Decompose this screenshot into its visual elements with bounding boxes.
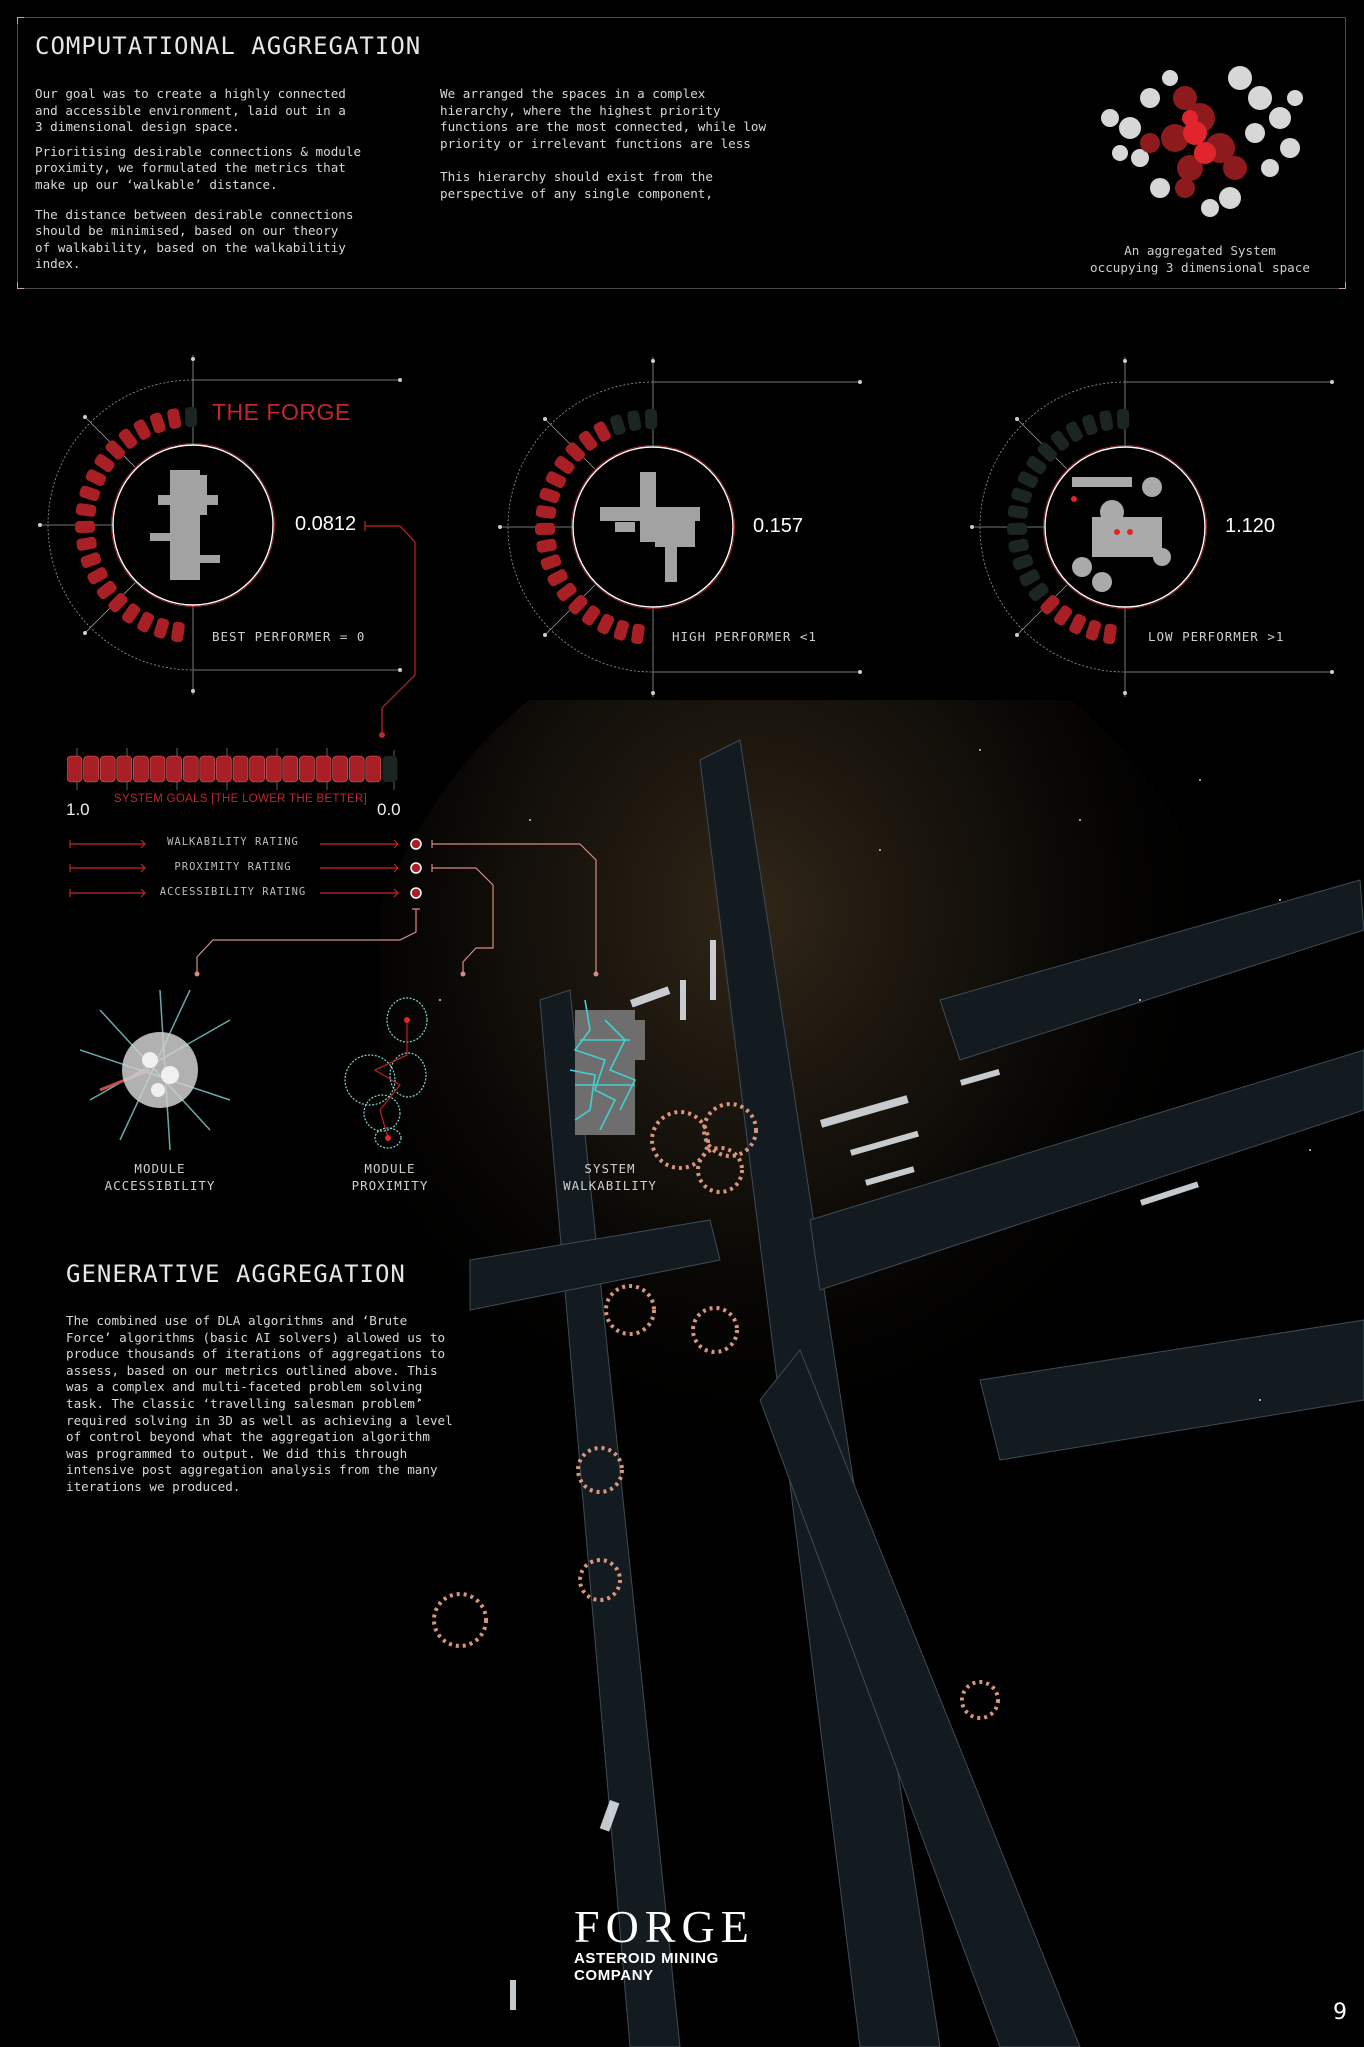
intro-panel bbox=[17, 17, 1346, 289]
system-walkability-model bbox=[555, 990, 655, 1150]
system-goals-end: 0.0 bbox=[377, 800, 401, 819]
gauge-label: LOW PERFORMER >1 bbox=[1148, 629, 1285, 644]
intro-paragraph: This hierarchy should exist from the per… bbox=[440, 169, 713, 201]
system-goals-label: SYSTEM GOALS [THE LOWER THE BETTER] bbox=[114, 793, 368, 805]
gauge-label: HIGH PERFORMER <1 bbox=[672, 629, 817, 644]
frame-corner bbox=[17, 282, 24, 289]
page-number: 9 bbox=[1333, 2000, 1347, 2025]
logo-subtitle: ASTEROID MINING COMPANY bbox=[574, 1950, 719, 1984]
gauge-the-forge: THE FORGE 0.0812 BEST PERFORMER = 0 bbox=[30, 355, 470, 695]
system-walkability-label: SYSTEM WALKABILITY bbox=[563, 1161, 657, 1193]
system-goals-start: 1.0 bbox=[66, 800, 90, 819]
intro-left-column: Our goal was to create a highly connecte… bbox=[35, 86, 361, 273]
gauge-value: 0.0812 bbox=[295, 513, 357, 535]
space-station-render bbox=[380, 700, 1364, 2047]
connector-lines bbox=[69, 521, 599, 977]
forge-logo: FORGE ASTEROID MINING COMPANY bbox=[574, 1901, 794, 1985]
gauge-value: 0.157 bbox=[753, 515, 804, 537]
aggregated-system-image bbox=[1090, 58, 1315, 223]
intro-middle-column: We arranged the spaces in a complex hier… bbox=[440, 86, 766, 203]
generative-paragraph: The combined use of DLA algorithms and ‘… bbox=[66, 1313, 453, 1494]
frame-corner bbox=[17, 17, 24, 24]
page-title: COMPUTATIONAL AGGREGATION bbox=[35, 32, 422, 60]
module-proximity-model bbox=[340, 990, 450, 1150]
intro-paragraph: Prioritising desirable connections & mod… bbox=[35, 143, 362, 192]
module-accessibility-label: MODULE ACCESSIBILITY bbox=[104, 1161, 216, 1193]
gauge-title: THE FORGE bbox=[212, 399, 351, 425]
intro-paragraph: We arranged the spaces in a complex hier… bbox=[440, 86, 767, 151]
system-goals-bar bbox=[66, 748, 402, 790]
intro-paragraph: Our goal was to create a highly connecte… bbox=[35, 86, 346, 135]
section-title: GENERATIVE AGGREGATION bbox=[66, 1260, 406, 1288]
walkability-rating-label: WALKABILITY RATING bbox=[167, 836, 299, 848]
logo-wordmark: FORGE bbox=[574, 1901, 755, 1952]
intro-paragraph: The distance between desirable connectio… bbox=[35, 206, 354, 272]
frame-corner bbox=[1339, 282, 1346, 289]
gauge-label: BEST PERFORMER = 0 bbox=[212, 629, 366, 644]
gauge-high-performer: 0.157 HIGH PERFORMER <1 bbox=[490, 357, 930, 697]
image-caption: An aggregated System occupying 3 dimensi… bbox=[1090, 243, 1310, 275]
proximity-rating-label: PROXIMITY RATING bbox=[174, 861, 292, 873]
module-accessibility-model bbox=[79, 989, 240, 1151]
accessibility-rating-label: ACCESSIBILITY RATING bbox=[159, 886, 307, 898]
gauge-value: 1.120 bbox=[1225, 515, 1276, 537]
module-proximity-label: MODULE PROXIMITY bbox=[351, 1161, 429, 1193]
gauge-low-performer: 1.120 LOW PERFORMER >1 bbox=[962, 357, 1364, 697]
